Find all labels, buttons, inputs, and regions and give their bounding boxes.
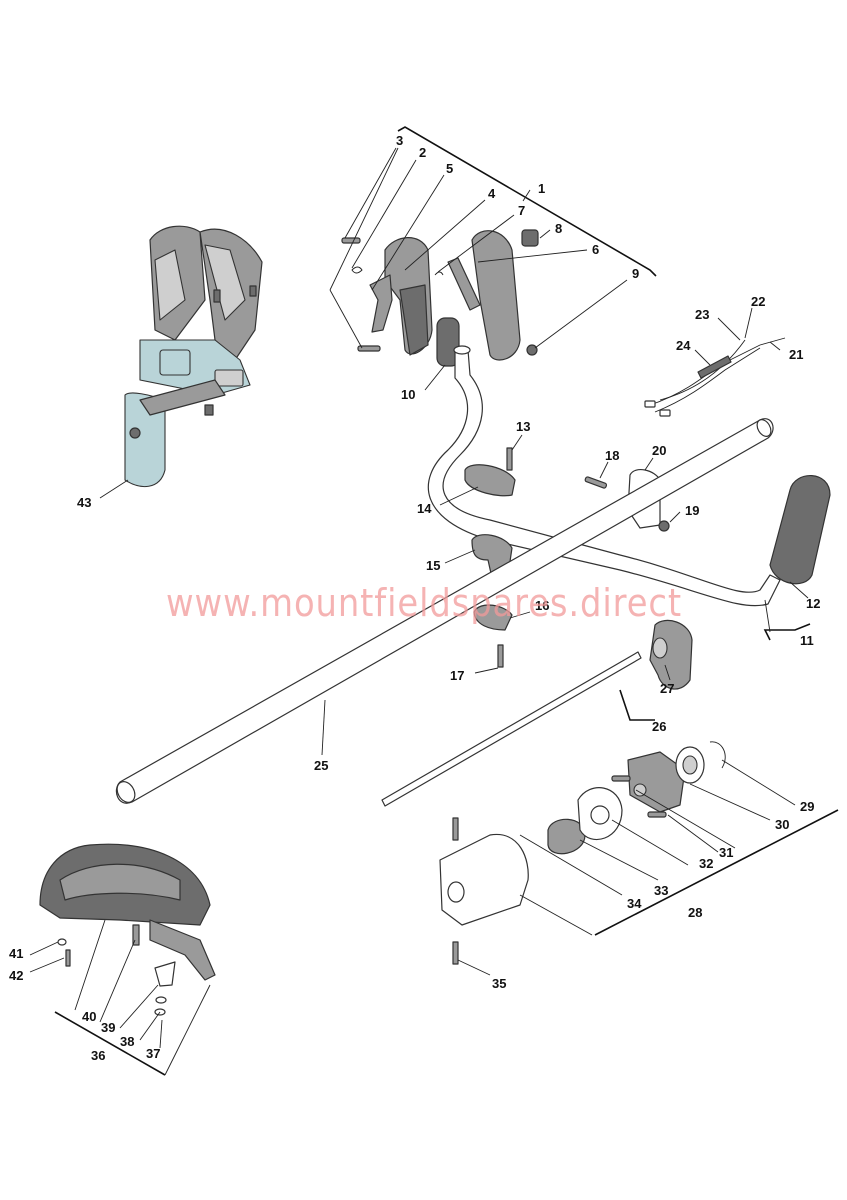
- part-label-28: 28: [688, 905, 702, 920]
- shoulder-harness: [124, 225, 263, 488]
- part-label-30: 30: [775, 817, 789, 832]
- part-label-15: 15: [426, 558, 440, 573]
- part-label-35: 35: [492, 976, 506, 991]
- throttle-handle-assembly: [341, 229, 539, 367]
- part-label-1: 1: [538, 181, 545, 196]
- part-label-10: 10: [401, 387, 415, 402]
- part-label-31: 31: [719, 845, 733, 860]
- watermark-text: www.mountfieldspares.direct: [166, 581, 682, 625]
- part-label-24: 24: [676, 338, 691, 353]
- part-label-3: 3: [396, 133, 403, 148]
- main-shaft-tube: [115, 418, 774, 804]
- part-label-42: 42: [9, 968, 23, 983]
- part-label-36: 36: [91, 1048, 105, 1063]
- part-label-32: 32: [699, 856, 713, 871]
- part-label-34: 34: [627, 896, 642, 911]
- part-label-14: 14: [417, 501, 432, 516]
- part-label-23: 23: [695, 307, 709, 322]
- part-label-9: 9: [632, 266, 639, 281]
- part-label-8: 8: [555, 221, 562, 236]
- part-label-19: 19: [685, 503, 699, 518]
- part-label-5: 5: [446, 161, 453, 176]
- part-label-12: 12: [806, 596, 820, 611]
- part-label-11: 11: [800, 633, 814, 648]
- part-label-43: 43: [77, 495, 91, 510]
- part-label-29: 29: [800, 799, 814, 814]
- part-label-6: 6: [592, 242, 599, 257]
- part-label-7: 7: [518, 203, 525, 218]
- part-label-25: 25: [314, 758, 328, 773]
- part-label-18: 18: [605, 448, 619, 463]
- wiring-harness: [644, 337, 786, 417]
- leader-lines: [29, 126, 839, 1076]
- part-labels: 1 2 3 4 5 6 7 8 9 10 11 12 13 14 15 16 1…: [9, 133, 820, 1063]
- part-label-27: 27: [660, 681, 674, 696]
- part-label-39: 39: [101, 1020, 115, 1035]
- part-label-21: 21: [789, 347, 803, 362]
- part-label-4: 4: [488, 186, 496, 201]
- part-label-38: 38: [120, 1034, 134, 1049]
- gearhead-assembly: [439, 741, 726, 965]
- part-label-37: 37: [146, 1046, 160, 1061]
- part-label-13: 13: [516, 419, 530, 434]
- drive-shaft: [381, 619, 693, 807]
- part-label-17: 17: [450, 668, 464, 683]
- part-label-41: 41: [9, 946, 23, 961]
- part-label-20: 20: [652, 443, 666, 458]
- part-label-16: 16: [535, 598, 549, 613]
- part-label-2: 2: [419, 145, 426, 160]
- bike-handlebar: [427, 345, 831, 607]
- part-label-40: 40: [82, 1009, 96, 1024]
- part-label-33: 33: [654, 883, 668, 898]
- blade-guard-assembly: [39, 843, 216, 1016]
- part-label-22: 22: [751, 294, 765, 309]
- part-label-26: 26: [652, 719, 666, 734]
